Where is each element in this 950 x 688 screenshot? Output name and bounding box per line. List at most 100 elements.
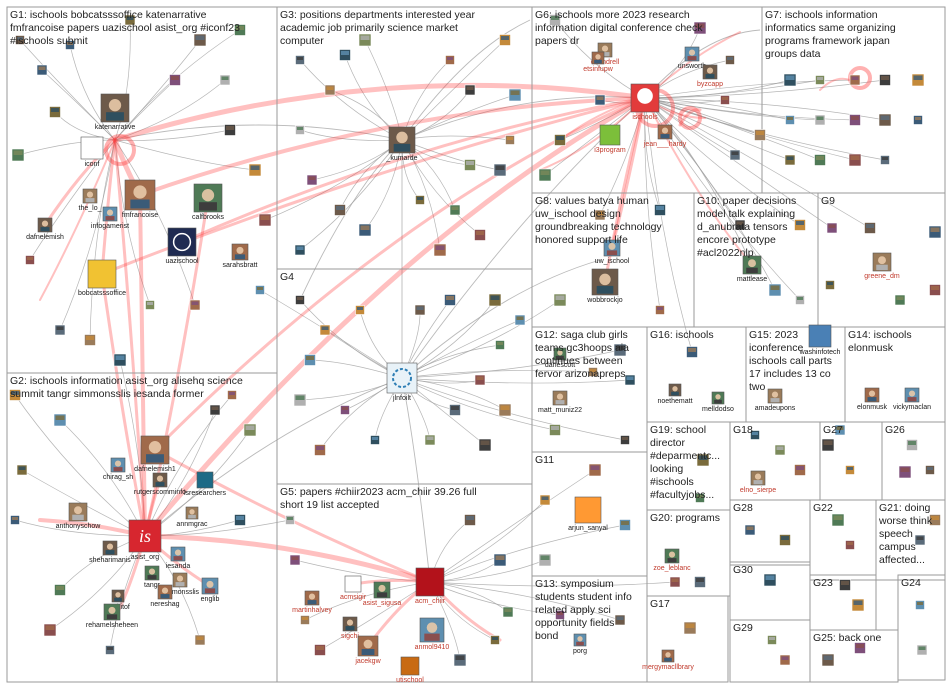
node-unlabeled-71[interactable]	[911, 73, 925, 87]
node-unlabeled-131[interactable]	[851, 598, 865, 612]
node-unlabeled-17[interactable]	[124, 14, 136, 26]
node-dafnelemish1[interactable]: dafnelemish1	[134, 435, 176, 473]
node-unlabeled-45[interactable]	[414, 304, 426, 316]
node-unlabeled-98[interactable]	[549, 424, 561, 436]
node-unlabeled-33[interactable]	[449, 204, 461, 216]
node-unlabeled-31[interactable]	[358, 223, 372, 237]
node-englib[interactable]: englib	[201, 577, 220, 603]
node-unlabeled-96[interactable]	[588, 367, 598, 377]
node-arjun_sanyal[interactable]: arjun_sanyal	[568, 496, 608, 532]
node-utischool[interactable]: utischool	[396, 656, 424, 684]
node-unlabeled-155[interactable]	[453, 653, 467, 667]
node-unlabeled-83[interactable]	[553, 293, 567, 307]
node-annmgrac[interactable]: annmgrac	[176, 506, 208, 528]
node-unlabeled-149[interactable]	[289, 554, 301, 566]
node-unlabeled-51[interactable]	[498, 403, 512, 417]
node-unlabeled-65[interactable]	[729, 149, 741, 161]
node-unlabeled-99[interactable]	[588, 463, 602, 477]
node-unlabeled-79[interactable]	[848, 153, 862, 167]
node-unlabeled-142[interactable]	[234, 514, 246, 526]
node-unlabeled-72[interactable]	[785, 115, 795, 125]
node-unlabeled-48[interactable]	[495, 340, 505, 350]
node-unlabeled-118[interactable]	[906, 439, 918, 451]
node-unlabeled-134[interactable]	[854, 642, 866, 654]
node-jacekgw[interactable]: jacekgw	[354, 635, 382, 665]
node-unlabeled-49[interactable]	[474, 374, 486, 386]
node-unlabeled-125[interactable]	[914, 534, 926, 546]
node-unlabeled-18[interactable]	[234, 24, 246, 36]
node-unlabeled-87[interactable]	[768, 283, 782, 297]
node-unlabeled-120[interactable]	[925, 465, 935, 475]
node-unlabeled-91[interactable]	[928, 225, 942, 239]
node-unlabeled-107[interactable]	[696, 453, 710, 467]
node-unlabeled-44[interactable]	[340, 405, 350, 415]
node-unlabeled-43[interactable]	[293, 393, 307, 407]
node-unlabeled-47[interactable]	[488, 293, 502, 307]
node-kumarde[interactable]: _kumarde	[385, 126, 418, 162]
node-unlabeled-13[interactable]	[219, 74, 231, 86]
node-unlabeled-46[interactable]	[444, 294, 456, 306]
node-tangr[interactable]: tangr	[144, 565, 161, 589]
node-unlabeled-156[interactable]	[300, 615, 310, 625]
node-wobbrockjo[interactable]: wobbrockjo	[586, 268, 623, 304]
node-unlabeled-24[interactable]	[445, 55, 455, 65]
node-unlabeled-94[interactable]	[929, 284, 941, 296]
node-unlabeled-9[interactable]	[189, 299, 201, 311]
node-unlabeled-58[interactable]	[549, 14, 561, 26]
node-unlabeled-7[interactable]	[113, 353, 127, 367]
node-mergymacllbrary[interactable]: mergymacllbrary	[642, 649, 694, 671]
node-unlabeled-114[interactable]	[794, 464, 806, 476]
node-calfbrooks[interactable]: calfbrooks	[192, 183, 224, 221]
node-ischools[interactable]: ischools	[630, 83, 660, 121]
node-unlabeled-119[interactable]	[898, 465, 912, 479]
node-fmfrancoise[interactable]: fmfrancoise	[122, 179, 158, 219]
node-unlabeled-55[interactable]	[478, 438, 492, 452]
node-unlabeled-37[interactable]	[294, 244, 306, 256]
node-unlabeled-27[interactable]	[508, 88, 522, 102]
node-unlabeled-82[interactable]	[654, 204, 666, 216]
node-unlabeled-151[interactable]	[493, 553, 507, 567]
node-asist_sigusa[interactable]: asist_sigusa	[363, 581, 402, 607]
node-simmonsslis[interactable]: simmonsslis	[161, 572, 200, 596]
node-vickymaclan[interactable]: vickymaclan	[893, 387, 931, 411]
node-unlabeled-38[interactable]	[464, 159, 476, 171]
node-zoe_leblanc[interactable]: zoe_leblanc	[653, 548, 691, 572]
node-bobcatsssoffice[interactable]: bobcatsssoffice	[78, 259, 126, 297]
node-unlabeled-117[interactable]	[834, 424, 846, 436]
node-melldodso[interactable]: melldodso	[702, 391, 734, 413]
node-unlabeled-90[interactable]	[864, 222, 876, 234]
node-unlabeled-74[interactable]	[849, 114, 861, 126]
node-unlabeled-40[interactable]	[295, 295, 305, 305]
node-danescott[interactable]: danescott	[545, 347, 575, 369]
node-jean_hardy[interactable]: jean___hardy	[643, 124, 687, 148]
node-unlabeled-97[interactable]	[624, 374, 636, 386]
node-infogamerist[interactable]: infogamerist	[91, 206, 129, 230]
node-unlabeled-35[interactable]	[493, 163, 507, 177]
node-unlabeled-103[interactable]	[538, 553, 552, 567]
node-unlabeled-145[interactable]	[209, 404, 221, 416]
node-unlabeled-141[interactable]	[194, 634, 206, 646]
node-unlabeled-130[interactable]	[839, 579, 851, 591]
node-unlabeled-5[interactable]	[54, 324, 66, 336]
node-unlabeled-61[interactable]	[594, 94, 606, 106]
node-unlabeled-56[interactable]	[355, 305, 365, 315]
node-unlabeled-80[interactable]	[880, 155, 890, 165]
node-unlabeled-138[interactable]	[54, 584, 66, 596]
node-unlabeled-70[interactable]	[879, 74, 891, 86]
node-unlabeled-41[interactable]	[319, 324, 331, 336]
node-unlabeled-25[interactable]	[464, 84, 476, 96]
node-rutgerscomminfo[interactable]: rutgerscomminfo	[134, 472, 186, 496]
node-unlabeled-8[interactable]	[145, 300, 155, 310]
node-unlabeled-22[interactable]	[339, 49, 351, 61]
node-unlabeled-84[interactable]	[655, 305, 665, 315]
node-acmsigir[interactable]: acmsigir	[340, 575, 367, 601]
node-uw_ischool[interactable]: uw_ischool	[595, 239, 630, 265]
node-unlabeled-93[interactable]	[894, 294, 906, 306]
node-unlabeled-34[interactable]	[474, 229, 486, 241]
node-unlabeled-126[interactable]	[929, 514, 941, 526]
node-unlabeled-78[interactable]	[814, 154, 826, 166]
node-chirag_sh[interactable]: chirag_sh	[103, 457, 133, 481]
node-unlabeled-20[interactable]	[295, 55, 305, 65]
node-unlabeled-116[interactable]	[845, 465, 855, 475]
node-unlabeled-68[interactable]	[815, 75, 825, 85]
